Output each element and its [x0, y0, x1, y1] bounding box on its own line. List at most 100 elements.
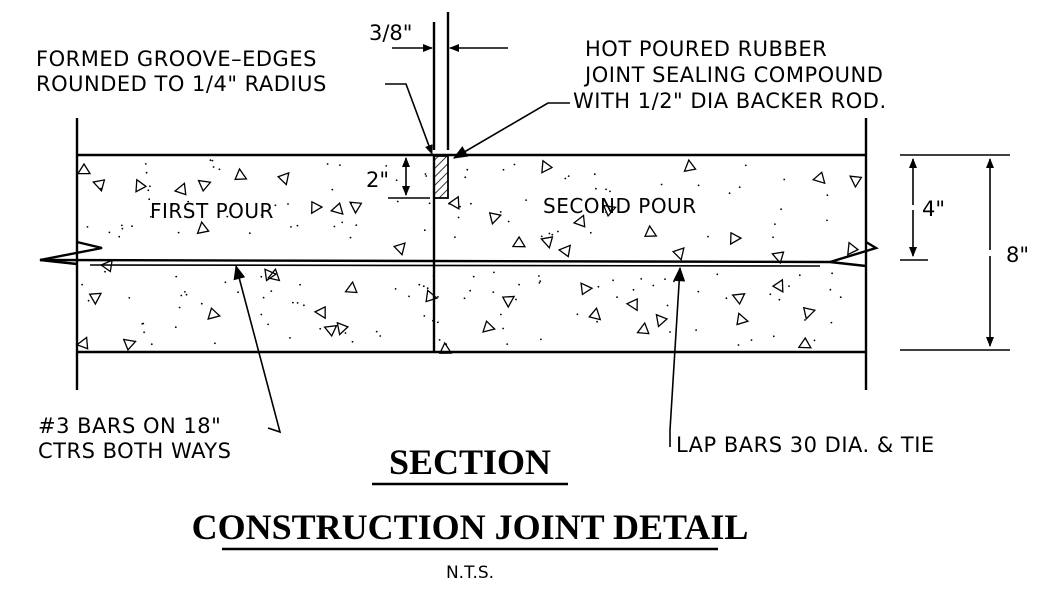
aggregate-dot — [260, 214, 263, 217]
aggregate-dot — [463, 297, 466, 300]
aggregate-dot — [464, 176, 467, 179]
detail-title: CONSTRUCTION JOINT DETAIL — [192, 507, 749, 547]
aggregate-dot — [459, 205, 461, 208]
aggregate-dot — [466, 168, 469, 171]
aggregate-dot — [248, 232, 251, 235]
aggregate-dot — [596, 320, 598, 323]
bars-note-line-2: CTRS BOTH WAYS — [38, 439, 231, 463]
aggregate-dot — [813, 339, 816, 342]
aggregate-dot — [448, 203, 450, 205]
aggregate-triangle — [540, 236, 554, 250]
aggregate-triangle — [425, 289, 439, 303]
aggregate-dot — [593, 173, 596, 176]
aggregate-dot — [725, 297, 728, 300]
aggregate-dot — [826, 219, 828, 222]
aggregate-triangle — [311, 200, 324, 215]
aggregate-dot — [333, 225, 336, 228]
aggregate-dot — [518, 283, 520, 286]
aggregate-dot — [697, 290, 700, 293]
aggregate-dot — [605, 188, 607, 191]
aggregate-dot — [595, 187, 597, 190]
aggregate-triangle — [655, 313, 669, 328]
aggregate-dot — [287, 203, 289, 205]
scale-note: N.T.S. — [446, 563, 494, 583]
aggregate-dot — [548, 232, 551, 235]
aggregate-triangle — [580, 282, 594, 296]
aggregate-triangle — [488, 211, 503, 226]
aggregate-dot — [437, 321, 439, 324]
aggregate-dot — [355, 224, 358, 227]
aggregate-triangle — [88, 292, 103, 306]
aggregate-dot — [783, 178, 786, 181]
aggregate-dot — [640, 278, 643, 280]
aggregate-dot — [260, 275, 263, 278]
aggregate-dot — [81, 283, 83, 286]
aggregate-dot — [211, 159, 214, 162]
aggregate-triangle — [447, 195, 460, 210]
aggregate-triangle — [264, 268, 278, 282]
aggregate-dot — [788, 285, 790, 287]
aggregate-dot — [303, 304, 305, 307]
aggregate-dot — [772, 335, 775, 338]
aggregate-dot — [128, 297, 131, 299]
leaders — [233, 83, 686, 447]
aggregate-triangle — [196, 220, 210, 235]
groove-note-line-2: ROUNDED TO 1/4" RADIUS — [36, 72, 327, 96]
aggregate-dot — [428, 202, 431, 205]
aggregate-dot — [831, 272, 833, 275]
aggregate-dot — [470, 202, 472, 205]
aggregate-dot — [149, 185, 151, 188]
aggregate-dot — [237, 291, 240, 294]
aggregate-dot — [349, 236, 352, 239]
aggregate-dot — [839, 296, 842, 299]
aggregate-dot — [100, 187, 102, 190]
aggregate-dot — [506, 343, 509, 345]
aggregate-dot — [185, 293, 188, 296]
aggregate-triangle — [671, 246, 685, 261]
aggregate-triangle — [329, 202, 344, 216]
aggregate-triangle — [348, 201, 363, 215]
aggregate-dot — [826, 194, 829, 197]
aggregate-dot — [289, 337, 291, 339]
aggregate-dot — [212, 166, 215, 168]
aggregate-dot — [145, 171, 148, 174]
aggregate-dot — [507, 220, 510, 223]
aggregate-dot — [87, 299, 90, 302]
aggregate-dot — [502, 327, 504, 330]
aggregate-dot — [184, 291, 186, 293]
aggregate-triangle — [683, 158, 697, 173]
aggregate-symbols — [75, 158, 863, 354]
aggregate-dot — [737, 344, 740, 346]
aggregate-dot — [540, 235, 543, 238]
aggregate-triangle — [197, 179, 212, 193]
aggregate-dot — [224, 281, 227, 284]
aggregate-dot — [296, 302, 299, 304]
aggregate-dot — [774, 223, 776, 226]
aggregate-dot — [432, 319, 434, 322]
aggregate-dot — [716, 273, 719, 276]
aggregate-dot — [513, 163, 516, 166]
aggregate-dot — [433, 296, 435, 299]
aggregate-dot — [438, 339, 441, 341]
section-title: SECTION — [389, 442, 551, 482]
aggregate-dot — [418, 283, 421, 286]
aggregate-dot — [778, 298, 781, 301]
aggregate-dot — [829, 288, 832, 291]
aggregate-triangle — [511, 235, 527, 248]
aggregate-triangle — [849, 175, 863, 189]
aggregate-dot — [469, 289, 472, 292]
aggregate-dot — [200, 302, 203, 305]
aggregate-dot — [769, 293, 772, 296]
aggregate-triangle — [336, 321, 350, 336]
aggregate-dot — [350, 202, 352, 205]
aggregate-triangle — [771, 278, 784, 294]
aggregate-dot — [576, 313, 579, 316]
aggregate-triangle — [644, 224, 658, 238]
aggregate-dot — [426, 287, 429, 290]
aggregate-dot — [226, 215, 229, 218]
bars-note: #3 BARS ON 18" CTRS BOTH WAYS — [38, 414, 231, 463]
aggregate-dot — [331, 188, 334, 191]
aggregate-dot — [772, 236, 774, 239]
aggregate-dot — [270, 290, 273, 292]
